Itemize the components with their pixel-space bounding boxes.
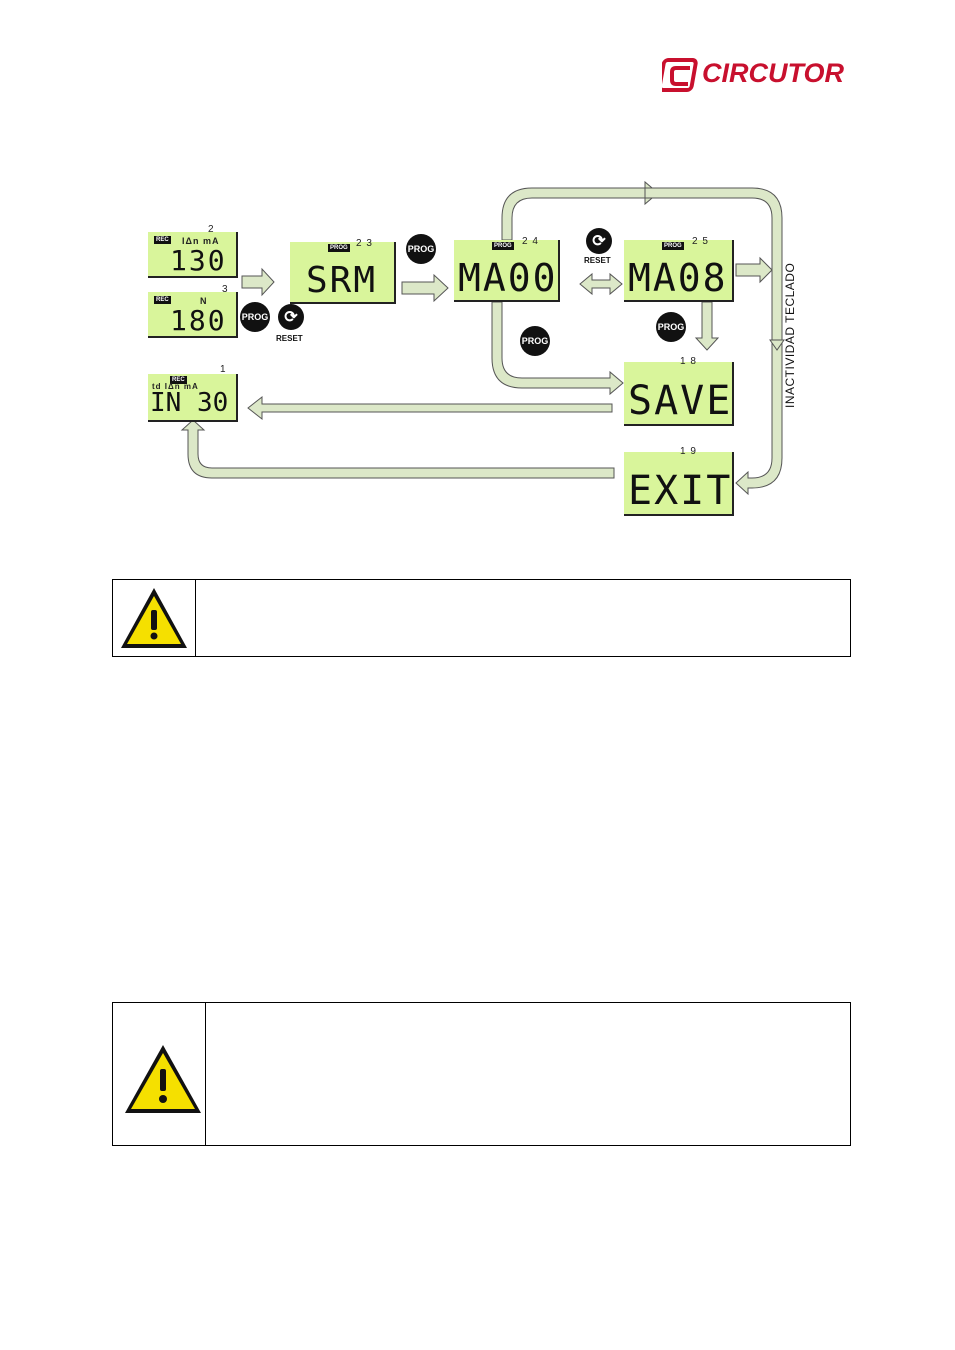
rec-tag: REC (154, 236, 171, 244)
arrow-exit-in30 (180, 419, 615, 479)
arrow-top-loop (501, 180, 659, 241)
screen-exit: 1 9 EXIT (624, 446, 734, 516)
circutor-logo-icon (657, 58, 698, 92)
step-number: 1 8 (680, 356, 697, 367)
arrow-to-srm (241, 267, 275, 297)
screen-ma08: PROG 2 5 MA08 (624, 236, 734, 302)
screen-srm: PROG 2 3 SRM (290, 238, 396, 304)
screen-value: SRM (306, 260, 378, 301)
arrow-ma00-ma08 (579, 272, 623, 296)
step-number: 2 5 (692, 236, 709, 247)
units-label: IΔn mA (182, 236, 220, 246)
prog-button[interactable]: PROG (520, 326, 550, 356)
step-number: 2 3 (356, 238, 373, 249)
screen-mid-left: REC 3 N 180 (148, 284, 238, 338)
prog-button[interactable]: PROG (406, 234, 436, 264)
prog-tag: PROG (328, 244, 350, 252)
arrow-right-side-head (769, 339, 785, 351)
reset-label: RESET (584, 256, 611, 265)
flow-arrows (180, 180, 785, 496)
prog-tag: PROG (662, 242, 684, 250)
refresh-icon: ⟳ (592, 233, 606, 250)
screen-value: 180 (170, 304, 227, 337)
warning-icon-cell (113, 580, 196, 656)
logo-text: CIRCUTOR (702, 58, 845, 88)
reset-button[interactable]: ⟳ (278, 304, 304, 330)
screen-value: MA00 (458, 256, 558, 300)
refresh-icon: ⟳ (284, 309, 298, 326)
step-number: 2 (208, 224, 215, 235)
warning-icon-cell (113, 1003, 206, 1145)
screen-ma00: PROG 2 4 MA00 (454, 236, 560, 302)
step-number: 1 (220, 364, 227, 375)
screen-save: 1 8 SAVE (624, 356, 734, 426)
step-number: 1 9 (680, 446, 697, 457)
warning-triangle-icon (125, 1045, 201, 1113)
units-label: td IΔn mA (152, 382, 199, 391)
arrow-ma08-right (735, 256, 773, 284)
screen-value: MA08 (628, 256, 728, 300)
prog-tag: PROG (492, 242, 514, 250)
screen-in30: REC 1 td IΔn mA IN 30 (148, 364, 238, 422)
step-number: 3 (222, 284, 229, 295)
arrow-top-loop-right (644, 187, 783, 496)
arrow-to-ma00 (401, 273, 449, 303)
arrow-save-in30 (247, 395, 613, 421)
reset-label: RESET (276, 334, 303, 343)
rec-tag: REC (170, 376, 187, 384)
screen-value: SAVE (628, 378, 733, 424)
arrow-ma00-save (491, 301, 624, 396)
circutor-logo: CIRCUTOR (657, 56, 874, 96)
arrow-ma08-save (694, 301, 720, 351)
programming-flow-diagram: REC 2 IΔn mA 130 REC 3 N 180 REC 1 td IΔ… (140, 178, 820, 523)
inactividad-teclado-label: INACTIVIDAD TECLADO (783, 262, 797, 408)
reset-button[interactable]: ⟳ (586, 228, 612, 254)
units-label: N (200, 296, 208, 306)
screen-top-left: REC 2 IΔn mA 130 (148, 224, 238, 278)
screen-value: IN 30 (150, 388, 229, 418)
screen-value: EXIT (628, 468, 733, 514)
rec-tag: REC (154, 296, 171, 304)
prog-button[interactable]: PROG (656, 312, 686, 342)
warning-triangle-icon (121, 588, 187, 648)
warning-box-2 (112, 1002, 851, 1146)
warning-box-1 (112, 579, 851, 657)
step-number: 2 4 (522, 236, 539, 247)
screen-value: 130 (170, 244, 227, 277)
prog-button[interactable]: PROG (240, 302, 270, 332)
